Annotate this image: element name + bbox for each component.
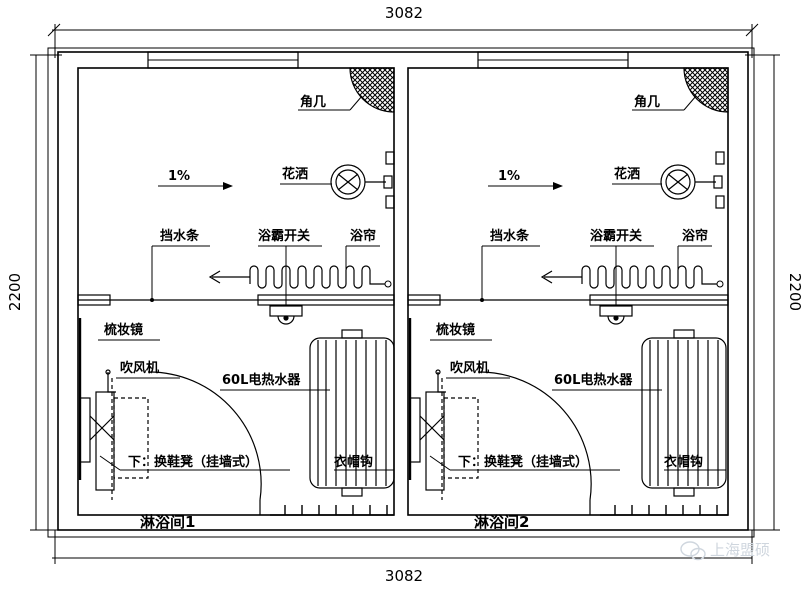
dimension-right	[745, 54, 780, 531]
coat-hook-label: 衣帽钩	[334, 454, 373, 470]
window-left	[147, 51, 299, 69]
room-name: 淋浴间2	[474, 513, 529, 531]
bath-heater-switch-icon	[599, 305, 633, 325]
shower-head-icon	[660, 151, 725, 209]
window-right	[477, 51, 629, 69]
shower-label: 花洒	[614, 166, 640, 182]
dimension-top-label: 3082	[385, 4, 423, 22]
water-heater-label: 60L电热水器	[222, 372, 301, 388]
dimension-bottom	[52, 530, 753, 564]
shoe-bench-icon	[79, 378, 149, 500]
hairdryer-label: 吹风机	[450, 360, 489, 376]
mirror-label: 梳妆镜	[104, 322, 143, 338]
shoe-bench-label: 下：换鞋凳（挂墙式）	[458, 454, 588, 470]
watermark-text: 上海盟硕	[710, 541, 770, 559]
water-heater-icon	[309, 329, 395, 497]
coat-hook-icon	[270, 505, 394, 516]
shoe-bench-label: 下：换鞋凳（挂墙式）	[128, 454, 258, 470]
shower-curtain-icon	[581, 265, 717, 289]
dimension-right-label: 2200	[786, 273, 804, 311]
hairdryer-label: 吹风机	[120, 360, 159, 376]
door-swing-icon	[147, 371, 262, 501]
bath-heater-switch-icon	[269, 305, 303, 325]
room-1: 角几 1% 花洒 挡水条 浴霸开关 浴帘	[77, 67, 395, 531]
watermark: 上海盟硕	[680, 541, 770, 561]
wechat-icon	[680, 541, 706, 561]
corner-shelf-label: 角几	[300, 94, 326, 110]
hairdryer-icon	[105, 369, 116, 393]
shower-head-icon	[330, 151, 395, 209]
dimension-top	[47, 23, 759, 58]
door-swing-icon	[477, 371, 592, 501]
corner-shelf-label: 角几	[634, 94, 660, 110]
slope-label: 1%	[498, 169, 520, 184]
dimension-left	[30, 54, 62, 531]
room-2: 角几 1% 花洒 挡水条 浴霸开关 浴帘	[407, 67, 729, 531]
water-strip-label: 挡水条	[490, 228, 530, 244]
shower-label: 花洒	[282, 166, 308, 182]
heater-switch-label: 浴霸开关	[590, 228, 642, 244]
water-heater-label: 60L电热水器	[554, 372, 633, 388]
shower-curtain-icon	[249, 265, 385, 289]
shoe-bench-icon	[409, 378, 479, 500]
heater-switch-label: 浴霸开关	[258, 228, 310, 244]
corner-shelf-icon	[349, 67, 395, 113]
mirror-label: 梳妆镜	[436, 322, 475, 338]
dimension-bottom-label: 3082	[385, 567, 423, 585]
water-strip-label: 挡水条	[160, 228, 200, 244]
water-heater-icon	[641, 329, 727, 497]
curtain-label: 浴帘	[682, 228, 708, 244]
corner-shelf-icon	[683, 67, 729, 113]
coat-hook-icon	[600, 505, 728, 516]
room-name: 淋浴间1	[140, 513, 195, 531]
dimension-left-label: 2200	[6, 273, 24, 311]
slope-label: 1%	[168, 169, 190, 184]
coat-hook-label: 衣帽钩	[664, 454, 703, 470]
hairdryer-icon	[435, 369, 446, 393]
curtain-label: 浴帘	[350, 228, 376, 244]
